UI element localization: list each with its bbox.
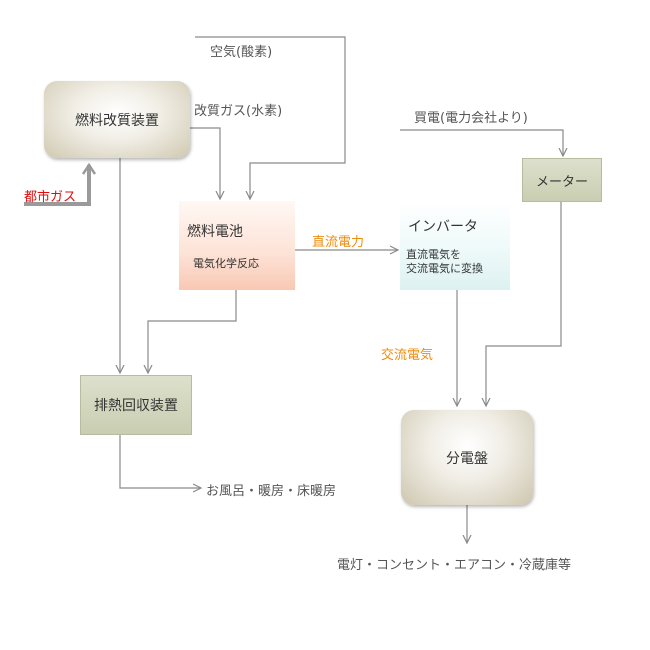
air-arrow — [195, 36, 346, 199]
fuel-cell-subtitle: 電気化学反応 — [193, 256, 259, 270]
exhaust-heat-recovery-label: 排熱回収装置 — [94, 398, 178, 414]
reformed-gas-arrow — [190, 127, 220, 199]
ac-power-label: 交流電気 — [381, 348, 434, 363]
city-gas-arrow — [24, 165, 89, 206]
reformed-gas-label: 改質ガス(水素) — [194, 104, 283, 119]
electric-uses-label: 電灯・コンセント・エアコン・冷蔵庫等 — [337, 558, 572, 573]
fuelcell-exhaust-arrow — [148, 290, 237, 373]
inverter-title: インバータ — [408, 219, 478, 235]
fuel-reformer-label: 燃料改質装置 — [75, 112, 159, 129]
purchased-power-label: 買電(電力会社より) — [414, 111, 528, 126]
meter-switchboard-arrow — [486, 202, 562, 406]
inverter-node: インバータ 直流電気を 交流電気に変換 — [400, 202, 510, 290]
fuel-cell-title: 燃料電池 — [187, 223, 243, 240]
inverter-subtitle-line1: 直流電気を — [406, 248, 461, 261]
inverter-subtitle-line2: 交流電気に変換 — [406, 262, 483, 275]
fuel-reformer-node: 燃料改質装置 — [44, 81, 190, 158]
heat-uses-arrow — [119, 435, 201, 488]
switchboard-node: 分電盤 — [401, 410, 533, 505]
dc-power-label: 直流電力 — [312, 235, 365, 250]
city-gas-label: 都市ガス — [24, 190, 77, 205]
exhaust-heat-recovery-node: 排熱回収装置 — [80, 375, 192, 435]
meter-node: メーター — [522, 158, 602, 202]
heat-uses-label: お風呂・暖房・床暖房 — [206, 484, 337, 499]
meter-label: メーター — [535, 174, 588, 190]
purchased-power-arrow — [400, 129, 563, 156]
fuel-cell-node: 燃料電池 電気化学反応 — [179, 201, 295, 290]
switchboard-label: 分電盤 — [446, 450, 488, 467]
air-label: 空気(酸素) — [210, 45, 273, 60]
